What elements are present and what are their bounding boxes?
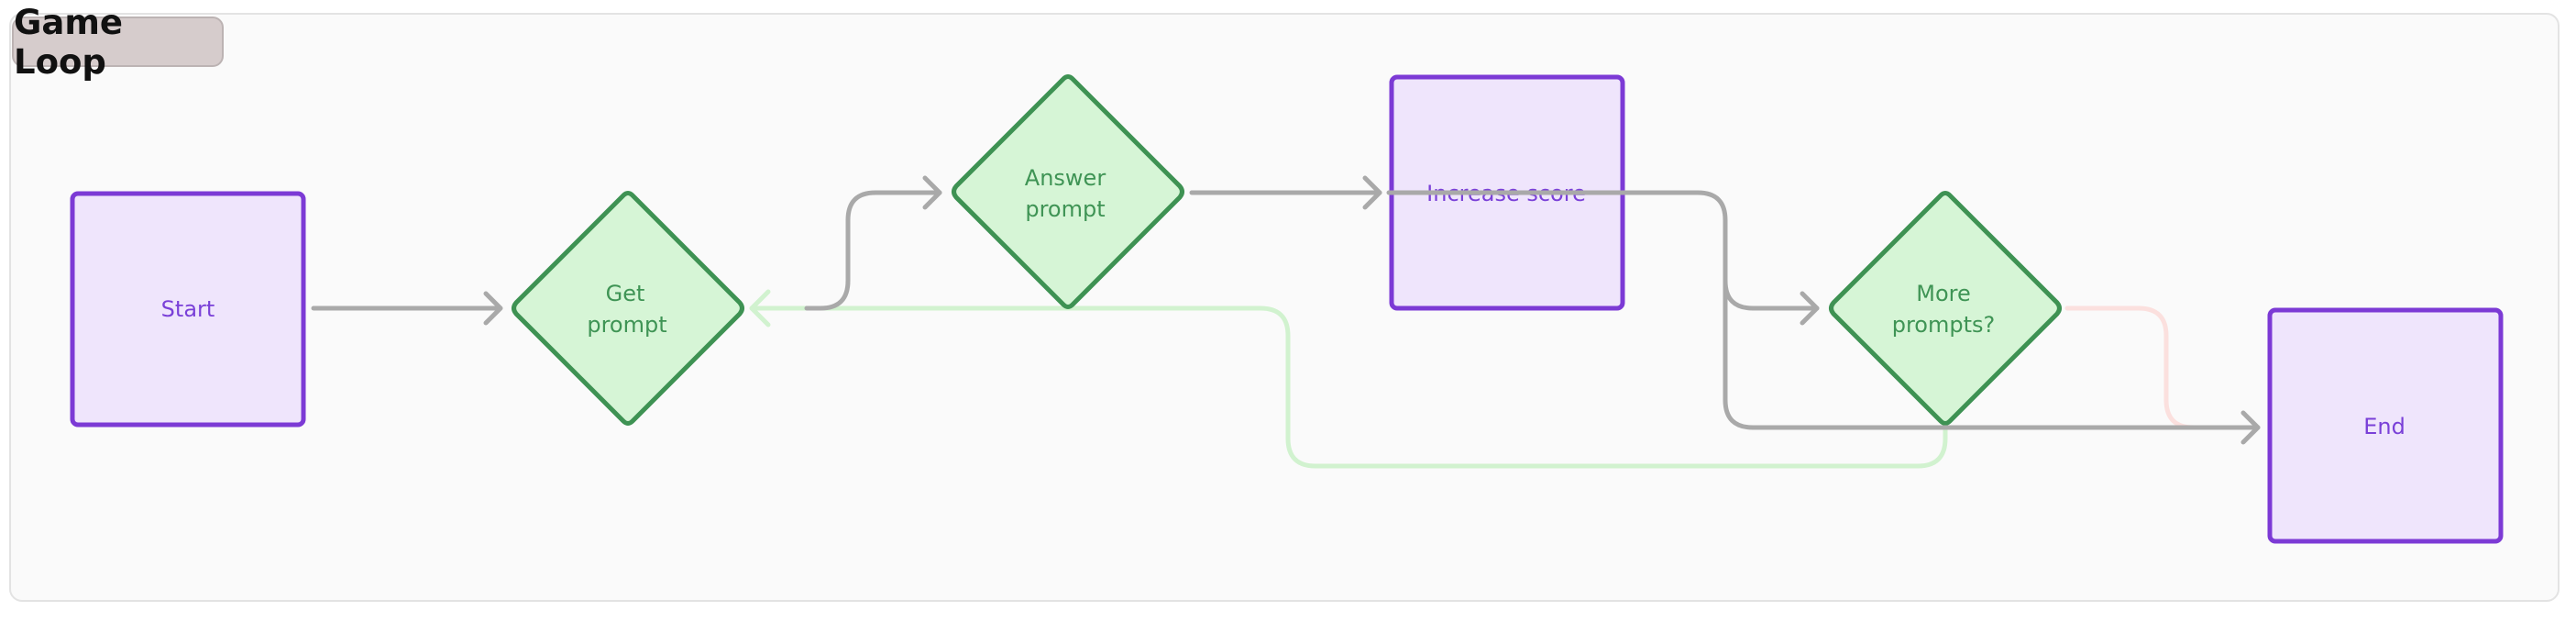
node-answer-prompt-label-line1: Answer: [1025, 165, 1106, 191]
node-get-prompt-label-line1: Get: [606, 281, 645, 306]
edge-get-prompt-to-answer-prompt[interactable]: [804, 190, 942, 311]
edge-increase-score-to-end[interactable]: [1723, 278, 2261, 430]
edge-more-prompts-to-end[interactable]: [2064, 305, 2258, 430]
arrowhead-answer-prompt: [922, 175, 942, 210]
arrowhead-more-prompts: [1800, 291, 1820, 326]
node-end-label: End: [2363, 414, 2405, 439]
edge-increase-score-to-more-prompts[interactable]: [1386, 190, 1820, 311]
node-get-prompt-label-line2: prompt: [587, 312, 666, 338]
node-start-label: Start: [161, 296, 215, 322]
arrowhead-increase-score: [1362, 175, 1382, 210]
arrowhead-end: [2240, 410, 2261, 445]
node-get-prompt[interactable]: Get prompt: [512, 191, 744, 426]
node-start[interactable]: Start: [70, 191, 306, 428]
edge-more-prompts-to-get-prompt[interactable]: [749, 305, 1948, 469]
node-answer-prompt[interactable]: Answer prompt: [952, 74, 1184, 309]
arrowhead-get-prompt: [483, 291, 503, 326]
node-answer-prompt-label-line2: prompt: [1025, 196, 1105, 222]
node-more-prompts[interactable]: More prompts?: [1829, 191, 2062, 426]
node-more-prompts-label-line1: More: [1916, 281, 1971, 306]
arrowhead-get-prompt-loop: [749, 289, 771, 328]
node-more-prompts-label-line2: prompts?: [1892, 312, 1996, 338]
node-end[interactable]: End: [2267, 307, 2504, 544]
